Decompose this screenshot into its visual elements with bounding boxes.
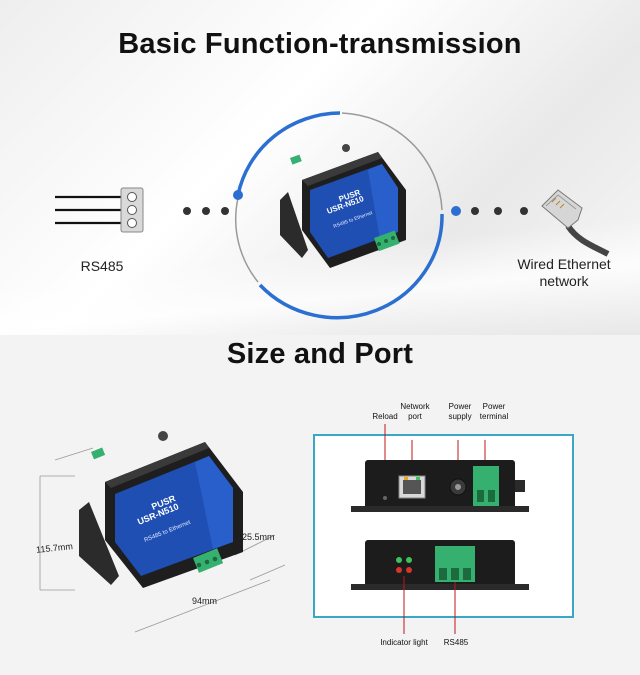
dotted-link-left: [183, 207, 229, 215]
wired-ethernet-label-line2: network: [539, 273, 589, 289]
port-label-network: Network port: [395, 402, 435, 422]
port-label-power-terminal: Power terminal: [474, 402, 514, 422]
device-image-bottom: PUSR USR-N510 RS485 to Ethernet: [79, 431, 243, 588]
section-title-transmission: Basic Function-transmission: [118, 28, 522, 60]
port-label-power-supply-line2: supply: [448, 412, 472, 421]
ethernet-plug-icon: [541, 189, 610, 257]
dimension-width: 94mm: [192, 596, 218, 606]
port-label-reload: Reload: [372, 412, 398, 421]
port-label-network-line2: port: [408, 412, 422, 421]
port-label-power-terminal-line2: terminal: [479, 412, 509, 421]
port-label-power-supply: Power supply: [442, 402, 478, 422]
dotted-link-right: [451, 206, 528, 216]
dimension-depth: 25.5mm: [242, 532, 275, 542]
transmission-ring: [233, 111, 444, 320]
device-image-top: PUSR USR-N510 RS485 to Ethernet: [280, 144, 406, 268]
port-label-network-line1: Network: [400, 402, 430, 411]
transmission-section: [0, 0, 640, 335]
port-label-indicator-light: Indicator light: [380, 638, 428, 647]
rs485-label: RS485: [80, 258, 124, 274]
wired-ethernet-label: Wired Ethernet network: [512, 256, 616, 290]
port-label-rs485: RS485: [443, 638, 469, 647]
section-title-size-port: Size and Port: [226, 338, 414, 370]
wired-ethernet-label-line1: Wired Ethernet: [517, 256, 611, 272]
port-label-power-supply-line1: Power: [448, 402, 472, 411]
rs485-connector-icon: [55, 187, 144, 233]
dimension-lines: [39, 447, 286, 633]
port-label-power-terminal-line1: Power: [482, 402, 506, 411]
device-front-view: [351, 424, 529, 634]
